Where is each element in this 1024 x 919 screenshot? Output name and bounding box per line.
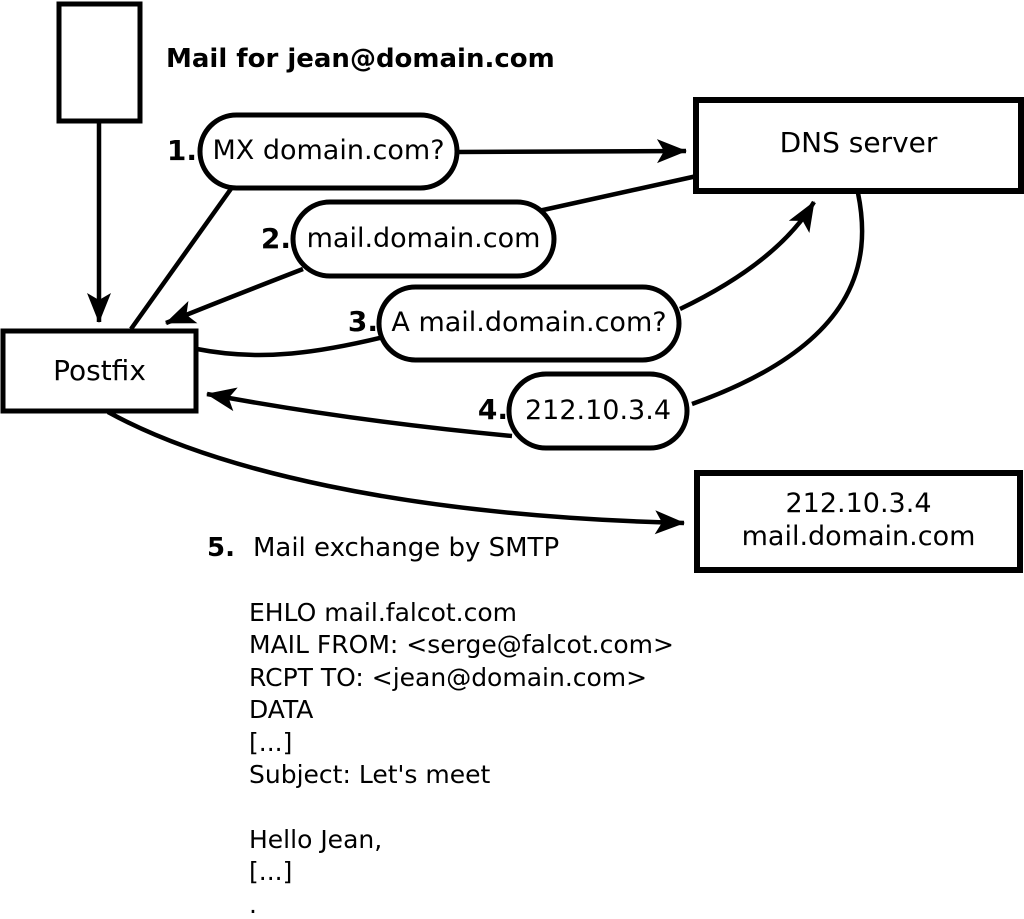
connector-postfix-to-query1	[129, 184, 235, 331]
connector-postfix-to-mailserver-arrow	[106, 410, 685, 535]
connector-answer2-to-postfix-arrow	[165, 266, 304, 326]
connector-answer4-to-postfix-arrow	[206, 387, 513, 439]
step-number-5: 5.	[207, 533, 235, 563]
pill-query-mx	[197, 112, 460, 191]
pill-answer-mx-label: mail.domain.com	[306, 223, 541, 254]
connector-dns-to-answer2	[533, 173, 698, 215]
dns-server-box	[693, 97, 1024, 194]
destination-ip: 212.10.3.4	[785, 488, 932, 519]
smtp-line: Subject: Let's meet	[249, 759, 491, 789]
smtp-line: RCPT TO: <jean@domain.com>	[249, 662, 648, 692]
pill-query-a	[376, 284, 682, 363]
pill-answer-a-label: 212.10.3.4	[525, 395, 671, 426]
destination-hostname: mail.domain.com	[741, 521, 976, 552]
connector-query1-to-dns-arrow	[455, 139, 687, 164]
pill-query-mx-label: MX domain.com?	[212, 135, 445, 166]
pill-answer-mx	[290, 199, 557, 279]
destination-mailserver-label: 212.10.3.4 mail.domain.com	[697, 487, 1020, 553]
step-number-4: 4.	[477, 393, 508, 426]
postfix-box	[0, 328, 199, 414]
smtp-line: [...]	[249, 727, 293, 757]
smtp-line: MAIL FROM: <serge@falcot.com>	[249, 630, 674, 660]
step-number-2: 2.	[260, 222, 291, 255]
pill-query-a-label: A mail.domain.com?	[391, 307, 667, 338]
diagram-caption: Mail for jean@domain.com	[166, 44, 555, 74]
connector-postfix-to-query3	[196, 334, 385, 358]
step-5-row: 5. Mail exchange by SMTP	[207, 533, 559, 563]
step-number-3: 3.	[347, 305, 378, 338]
connector-dns-to-answer4	[691, 192, 865, 407]
destination-mailserver-box	[694, 470, 1023, 573]
step-number-1: 1.	[166, 134, 197, 167]
smtp-line: [...]	[249, 857, 293, 887]
smtp-line: Hello Jean,	[249, 824, 383, 854]
pill-answer-a	[506, 371, 690, 451]
postfix-label: Postfix	[53, 354, 146, 387]
smtp-session-transcript: EHLO mail.falcot.com MAIL FROM: <serge@f…	[249, 597, 674, 919]
step-5-label: Mail exchange by SMTP	[252, 533, 560, 563]
incoming-mail-shape	[56, 1, 143, 124]
smtp-line	[249, 791, 674, 823]
smtp-line: .	[249, 889, 257, 919]
dns-server-label: DNS server	[779, 126, 938, 159]
connector-query3-to-dns-arrow	[679, 200, 816, 312]
smtp-line: EHLO mail.falcot.com	[249, 598, 518, 627]
smtp-line: DATA	[249, 695, 314, 725]
